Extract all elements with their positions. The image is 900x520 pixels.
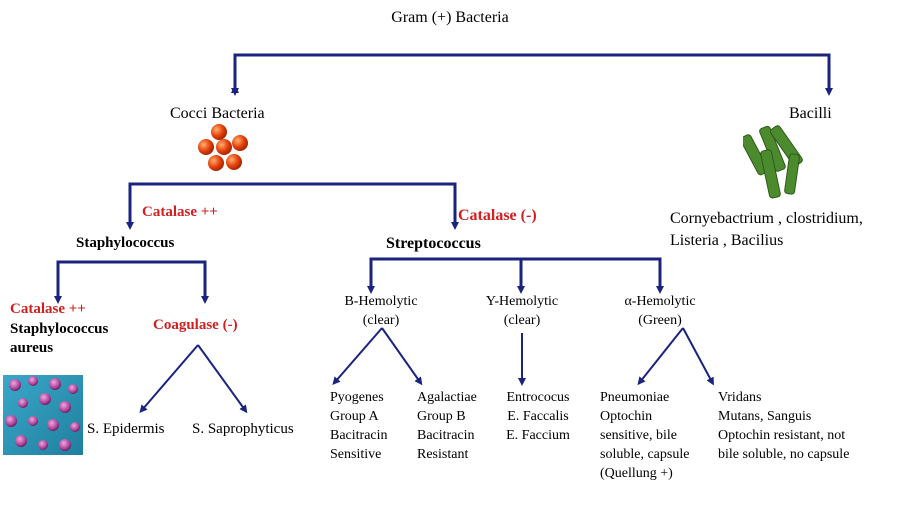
streptococcus-label: Streptococcus	[386, 235, 481, 252]
enterococcus-group: Entrococus E. Faccalis E. Faccium	[506, 390, 570, 443]
pyogenes-group-a: Pyogenes Group A Bacitracin Sensitive	[330, 390, 388, 462]
s-epidermis-label: S. Epidermis	[87, 421, 165, 437]
pneumoniae-details: Pneumoniae Optochin sensitive, bile solu…	[600, 390, 690, 481]
bacilli-examples: Cornyebactrium , clostridium, Listeria ,…	[670, 210, 863, 249]
cocci-cluster-icon	[198, 124, 248, 171]
diagram-title: Gram (+) Bacteria	[391, 9, 509, 26]
s-saprophyticus-label: S. Saprophyticus	[192, 421, 294, 437]
rod-bacteria-icon	[743, 125, 803, 199]
gamma-hemolytic-label: Y-Hemolytic (clear)	[485, 294, 559, 328]
viridans-details: Vridans Mutans, Sanguis Optochin resista…	[718, 390, 850, 462]
strep-catalase-test: Catalase (-)	[458, 207, 537, 224]
beta-hemolytic-label: B-Hemolytic (clear)	[344, 294, 418, 328]
cocci-label: Cocci Bacteria	[170, 105, 265, 122]
alpha-hemolytic-label: α-Hemolytic (Green)	[624, 294, 696, 328]
staph-catalase-test: Catalase ++	[142, 204, 218, 220]
staph-aureus-micrograph	[3, 375, 83, 455]
aureus-catalase-test: Catalase ++	[10, 301, 86, 317]
bacilli-label: Bacilli	[789, 105, 832, 122]
staphylococcus-label: Staphylococcus	[76, 235, 175, 251]
coagulase-test: Coagulase (-)	[153, 317, 238, 333]
agalactiae-group-b: Agalactiae Group B Bacitracin Resistant	[417, 390, 477, 462]
staph-aureus-label: Staphylococcus aureus	[10, 321, 109, 356]
